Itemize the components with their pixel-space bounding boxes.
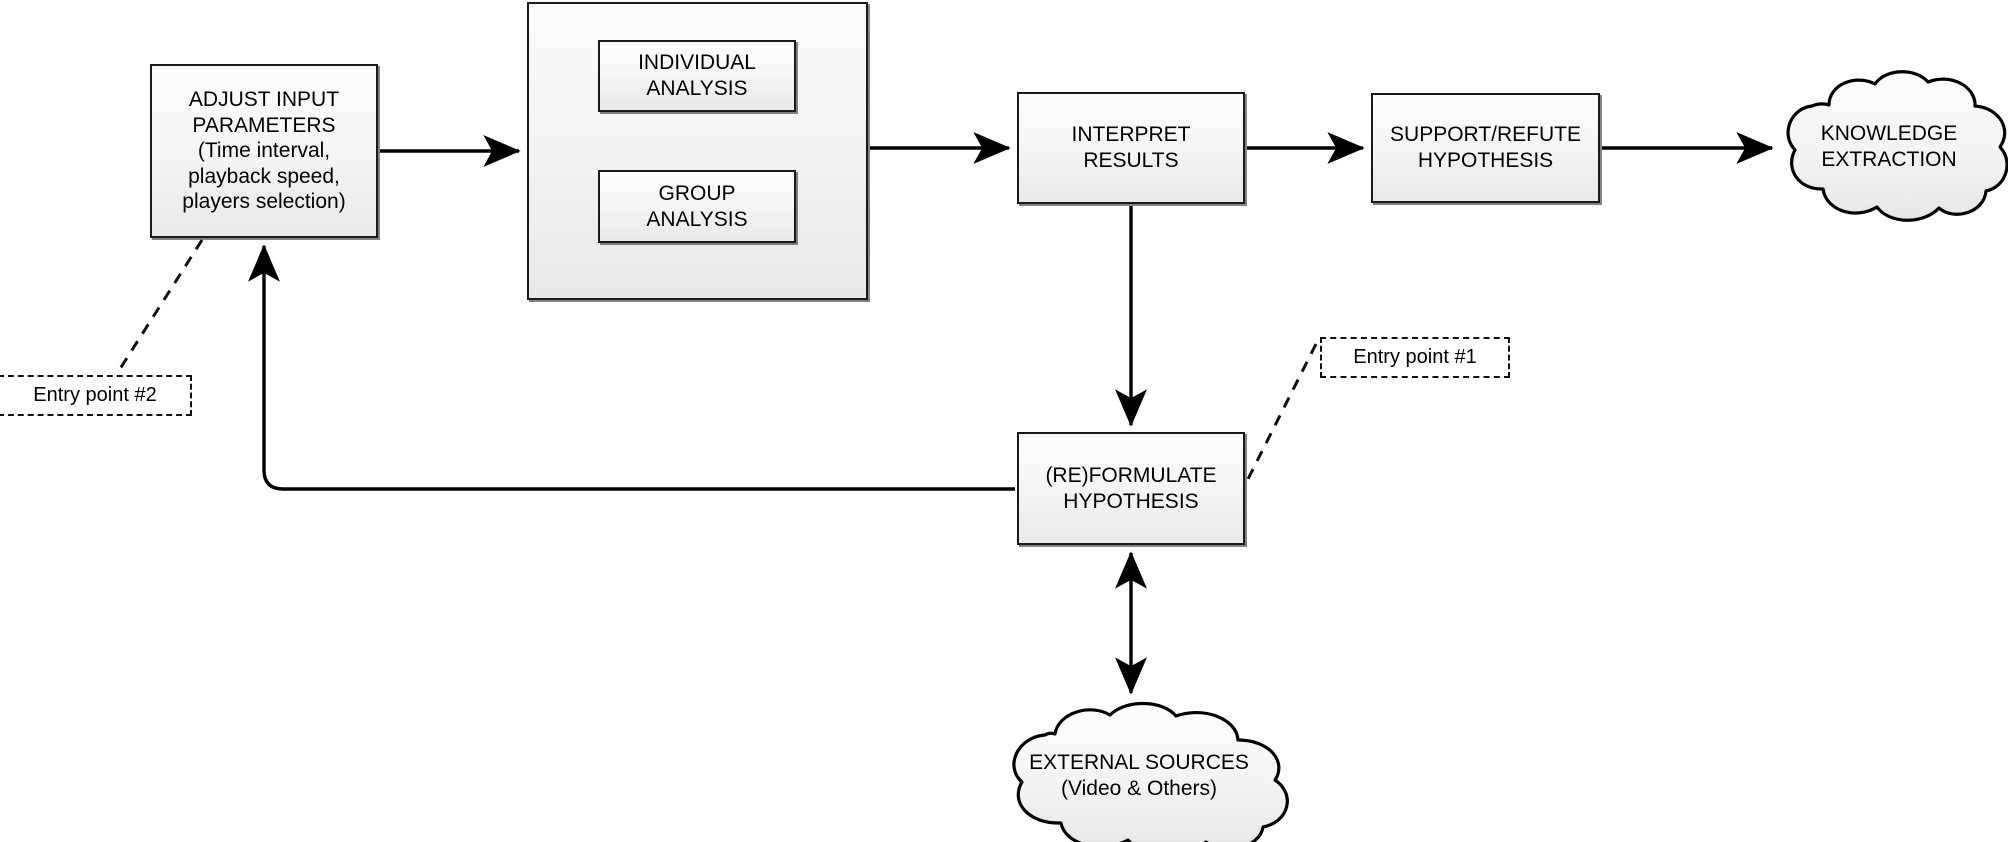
node-group-analysis[interactable]: GROUP ANALYSIS — [598, 170, 796, 243]
reformulate-hypothesis-label: (RE)FORMULATE HYPOTHESIS — [1045, 463, 1217, 513]
cloud-shape-knowledge — [1786, 70, 2008, 222]
cloud-shape-external-sources — [1012, 701, 1289, 842]
leader-entry-point-1 — [1241, 343, 1318, 490]
group-analysis-label: GROUP ANALYSIS — [646, 181, 748, 231]
individual-analysis-label: INDIVIDUAL ANALYSIS — [638, 51, 756, 100]
knowledge-extraction-label: KNOWLEDGE EXTRACTION — [1820, 122, 1958, 171]
entry-point-2-label: Entry point #2 — [33, 384, 157, 407]
interpret-results-label: INTERPRET RESULTS — [1071, 123, 1191, 172]
annotation-entry-point-2: Entry point #2 — [0, 375, 192, 416]
annotation-entry-point-1: Entry point #1 — [1320, 337, 1510, 378]
node-individual-analysis[interactable]: INDIVIDUAL ANALYSIS — [598, 40, 796, 112]
entry-point-1-label: Entry point #1 — [1353, 346, 1477, 369]
node-knowledge-extraction[interactable]: KNOWLEDGE EXTRACTION — [1760, 68, 2008, 226]
adjust-input-parameters-label: ADJUST INPUT PARAMETERS (Time interval, … — [182, 87, 346, 214]
leader-entry-point-2 — [116, 239, 204, 373]
analysis-container — [527, 2, 868, 300]
node-external-sources[interactable]: EXTERNAL SOURCES (Video & Others) — [960, 700, 1318, 842]
node-interpret-results[interactable]: INTERPRET RESULTS — [1017, 92, 1245, 204]
external-sources-label: EXTERNAL SOURCES (Video & Others) — [1029, 751, 1249, 800]
node-support-refute-hypothesis[interactable]: SUPPORT/REFUTE HYPOTHESIS — [1371, 93, 1600, 203]
node-reformulate-hypothesis[interactable]: (RE)FORMULATE HYPOTHESIS — [1017, 432, 1245, 545]
support-refute-hypothesis-label: SUPPORT/REFUTE HYPOTHESIS — [1390, 123, 1581, 172]
node-adjust-input-parameters[interactable]: ADJUST INPUT PARAMETERS (Time interval, … — [150, 64, 378, 238]
